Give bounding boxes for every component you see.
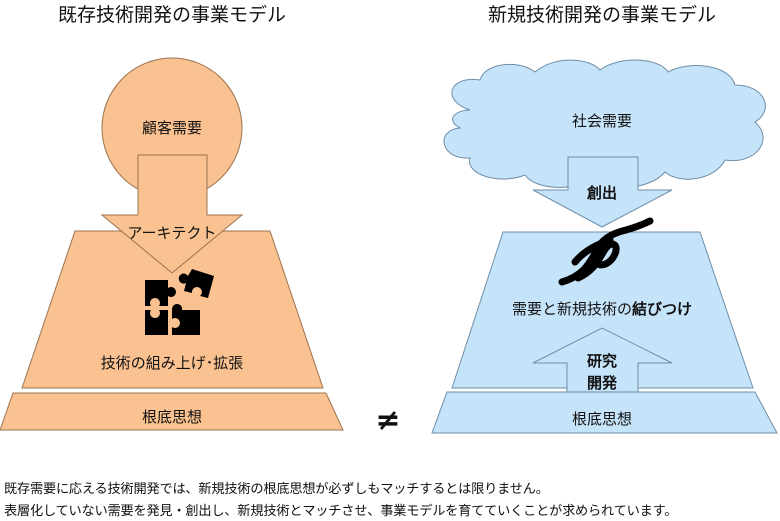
social-demand-cloud [443, 59, 766, 188]
development-label: 開発 [587, 374, 618, 392]
create-label: 創出 [586, 184, 617, 202]
note-line-2: 表層化していない需要を発見・創出し、新規技術とマッチさせ、事業モデルを育てていく… [4, 504, 678, 519]
left-base-label: 根底思想 [142, 408, 202, 426]
right-body-label-prefix: 需要と新規技術の [512, 300, 632, 318]
knot-icon [558, 217, 654, 286]
architect-label: アーキテクト [127, 224, 216, 242]
architect-arrow [100, 154, 244, 274]
left-body-label: 技術の組み上げ･拡張 [101, 354, 244, 372]
social-demand-label: 社会需要 [572, 112, 632, 130]
note-line-1: 既存需要に応える技術開発では、新規技術の根底思想が必ずしもマッチするとは限りませ… [4, 482, 549, 497]
right-base [431, 391, 778, 434]
not-equal-symbol: ≠ [375, 403, 400, 438]
customer-demand-label: 顧客需要 [142, 119, 202, 137]
right-base-label: 根底思想 [572, 410, 632, 428]
right-title: 新規技術開発の事業モデル [488, 4, 716, 26]
right-body-trapezoid [451, 231, 754, 389]
puzzle-icon [145, 269, 214, 335]
right-body-label: 需要と新規技術の結びつけ [512, 300, 692, 318]
left-base [0, 392, 344, 431]
rd-up-arrow [532, 327, 673, 393]
right-model [431, 59, 778, 434]
create-arrow [532, 156, 673, 228]
research-label: 研究 [587, 352, 617, 370]
right-body-label-bold: 結びつけ [632, 300, 692, 318]
left-title: 既存技術開発の事業モデル [58, 4, 286, 26]
left-model [0, 57, 344, 431]
